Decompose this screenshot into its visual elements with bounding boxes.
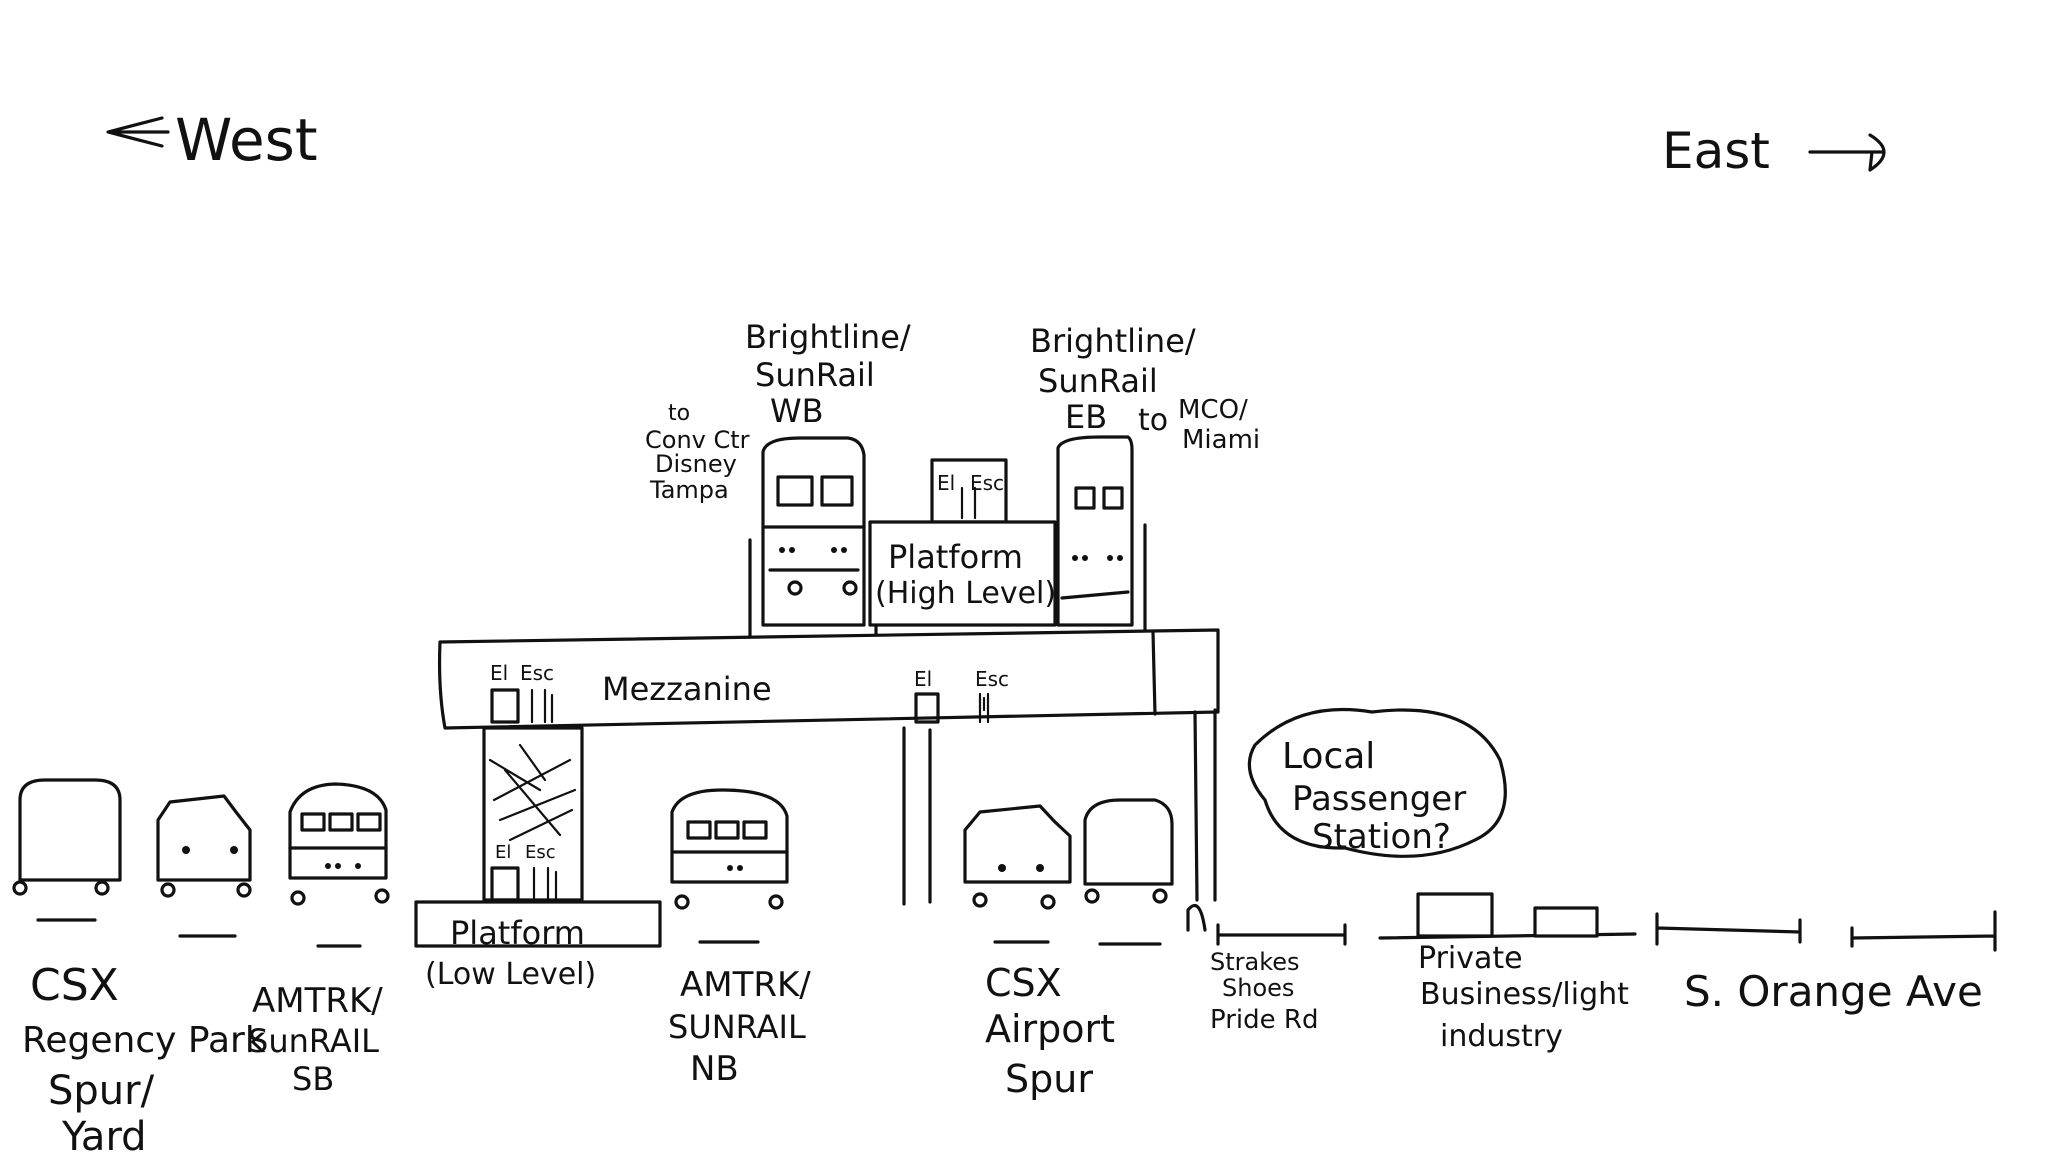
svg-text:AMTRK/: AMTRK/ bbox=[252, 981, 383, 1021]
svg-text:SUNRAIL: SUNRAIL bbox=[668, 1008, 806, 1046]
svg-text:NB: NB bbox=[690, 1049, 739, 1089]
svg-text:Disney: Disney bbox=[655, 450, 737, 478]
svg-text:industry: industry bbox=[1440, 1019, 1563, 1054]
svg-text:Brightline/: Brightline/ bbox=[745, 318, 911, 356]
svg-text:MCO/: MCO/ bbox=[1178, 395, 1248, 425]
svg-text:Airport: Airport bbox=[985, 1007, 1115, 1051]
svg-text:AMTRK/: AMTRK/ bbox=[680, 965, 811, 1005]
svg-text:Strakes: Strakes bbox=[1210, 948, 1300, 976]
svg-text:Conv Ctr: Conv Ctr bbox=[645, 426, 750, 454]
west-arrow: West bbox=[106, 106, 318, 174]
west-label: West bbox=[175, 106, 318, 174]
svg-text:El: El bbox=[490, 661, 508, 685]
svg-text:Pride Rd: Pride Rd bbox=[1210, 1005, 1318, 1035]
svg-text:Platform: Platform bbox=[450, 914, 585, 952]
svg-text:SB: SB bbox=[292, 1060, 334, 1098]
svg-text:to: to bbox=[668, 401, 690, 426]
csx-yard-car bbox=[12, 778, 122, 922]
east-label: East bbox=[1662, 122, 1770, 180]
svg-text:WB: WB bbox=[770, 392, 824, 430]
svg-text:Business/light: Business/light bbox=[1420, 977, 1629, 1012]
svg-text:Tampa: Tampa bbox=[649, 476, 729, 504]
svg-text:Esc: Esc bbox=[525, 842, 556, 863]
svg-text:SunRail: SunRail bbox=[1038, 362, 1158, 400]
svg-text:Miami: Miami bbox=[1182, 425, 1260, 455]
svg-text:(Low Level): (Low Level) bbox=[425, 957, 596, 992]
high-level-platform bbox=[868, 458, 1057, 627]
amtrak-sb-train bbox=[288, 782, 390, 948]
svg-text:Private: Private bbox=[1418, 941, 1523, 976]
csx-airport-car bbox=[1083, 798, 1174, 946]
east-arrow: East bbox=[1662, 122, 1886, 180]
svg-text:Passenger: Passenger bbox=[1292, 779, 1466, 819]
svg-text:El: El bbox=[914, 667, 932, 691]
svg-text:Esc: Esc bbox=[520, 661, 554, 685]
svg-text:CSX: CSX bbox=[985, 961, 1062, 1005]
left-support-shaft bbox=[482, 726, 584, 902]
svg-text:Spur/: Spur/ bbox=[48, 1068, 155, 1114]
svg-text:SunRail: SunRail bbox=[755, 356, 875, 394]
low-level-platform bbox=[414, 900, 662, 948]
brightline-eb-train bbox=[1056, 435, 1147, 632]
svg-text:(High Level): (High Level) bbox=[875, 576, 1056, 611]
csx-airport-locomotive bbox=[963, 804, 1072, 944]
svg-text:Regency Park: Regency Park bbox=[22, 1020, 266, 1061]
svg-text:Shoes: Shoes bbox=[1222, 974, 1294, 1002]
svg-text:Local: Local bbox=[1282, 736, 1375, 777]
right-support-columns bbox=[902, 708, 1217, 906]
svg-text:El: El bbox=[495, 842, 511, 863]
svg-text:El: El bbox=[937, 471, 955, 495]
brightline-wb-train bbox=[748, 436, 878, 642]
csx-locomotive-west bbox=[156, 794, 252, 938]
svg-text:Esc: Esc bbox=[970, 471, 1004, 495]
svg-text:Station?: Station? bbox=[1312, 817, 1451, 857]
mezzanine-label: Mezzanine bbox=[602, 670, 772, 708]
svg-text:EB: EB bbox=[1065, 398, 1107, 436]
svg-text:SunRAIL: SunRAIL bbox=[248, 1022, 379, 1060]
mezzanine bbox=[437, 628, 1220, 730]
local-station-bubble bbox=[1247, 707, 1507, 858]
svg-text:Brightline/: Brightline/ bbox=[1030, 322, 1196, 360]
svg-text:Spur: Spur bbox=[1005, 1057, 1093, 1101]
svg-text:Esc: Esc bbox=[975, 667, 1009, 691]
ground-track-markings bbox=[1186, 892, 1997, 952]
svg-text:CSX: CSX bbox=[30, 960, 119, 1011]
svg-text:Yard: Yard bbox=[61, 1114, 147, 1160]
svg-text:S. Orange Ave: S. Orange Ave bbox=[1684, 967, 1983, 1016]
amtrak-nb-train bbox=[670, 788, 789, 944]
high-platform-title: Platform bbox=[888, 538, 1023, 576]
svg-text:to: to bbox=[1138, 403, 1168, 438]
